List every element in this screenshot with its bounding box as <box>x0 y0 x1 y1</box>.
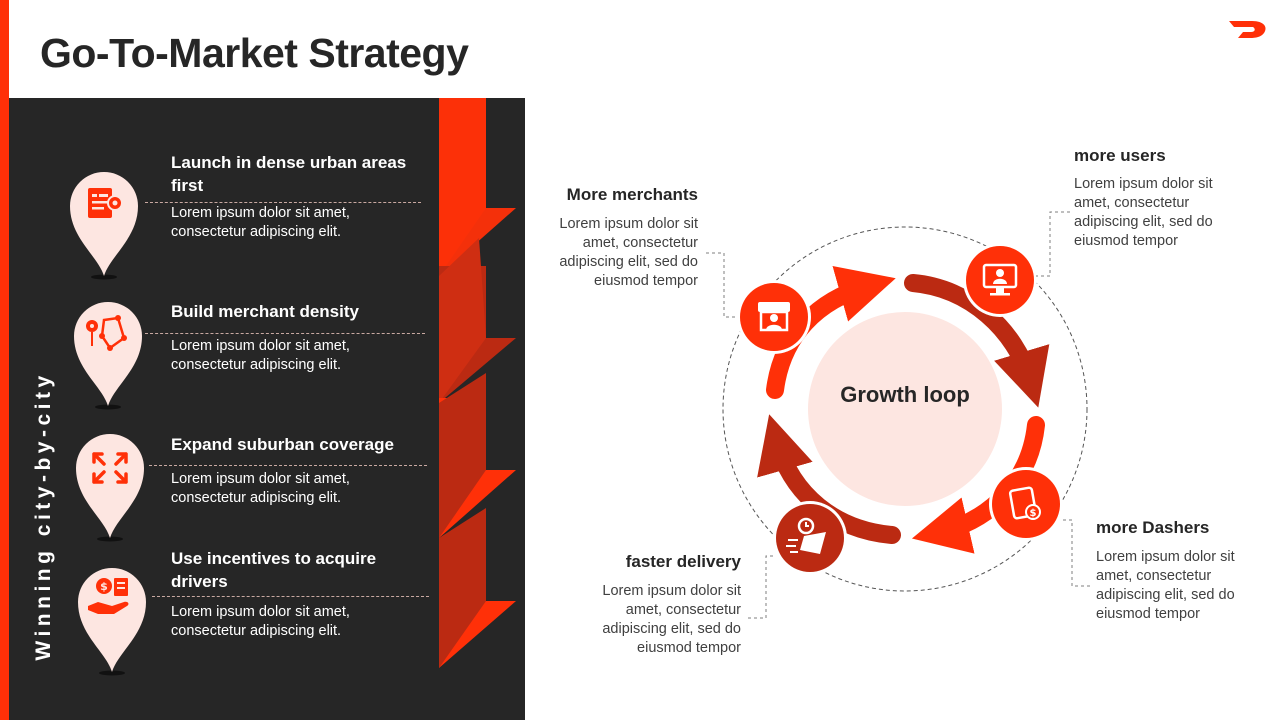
step-title: Expand suburban coverage <box>171 435 394 454</box>
step-title: Launch in dense urban areas first <box>171 153 407 195</box>
user-monitor-icon <box>963 243 1037 317</box>
svg-text:$: $ <box>100 580 108 593</box>
storefront-icon <box>737 280 811 354</box>
growth-loop-center <box>808 312 1002 506</box>
node-description: Lorem ipsum dolor sit amet, consectetur … <box>559 216 698 289</box>
step-title: Build merchant density <box>171 302 359 321</box>
leader-line-users <box>1036 211 1070 277</box>
step-description: Lorem ipsum dolor sit amet, consectetur … <box>171 205 350 240</box>
step-title: Use incentives to acquire drivers <box>171 549 377 591</box>
step-divider <box>145 333 425 334</box>
loop-dashed-ring <box>722 226 1088 592</box>
wallet-dollar-icon: $ <box>989 467 1063 541</box>
step-description: Lorem ipsum dolor sit amet, consectetur … <box>171 338 350 373</box>
leader-line-dashers <box>1062 519 1090 587</box>
leader-line-delivery <box>748 555 776 619</box>
svg-text:$: $ <box>1030 508 1037 519</box>
fast-delivery-icon <box>773 501 847 575</box>
step-description: Lorem ipsum dolor sit amet, consectetur … <box>171 604 350 639</box>
growth-loop-label: Growth loop <box>840 382 970 407</box>
node-heading-delivery: faster delivery <box>625 552 741 571</box>
node-description: Lorem ipsum dolor sit amet, consectetur … <box>602 583 741 656</box>
accent-bar <box>0 0 9 720</box>
node-heading-dashers: more Dashers <box>1096 518 1210 537</box>
node-description: Lorem ipsum dolor sit amet, consectetur … <box>1096 549 1235 622</box>
location-network-icon <box>74 302 142 410</box>
growth-loop-diagram: $ <box>722 226 1088 592</box>
node-heading-users: more users <box>1074 146 1166 165</box>
expand-arrows-icon <box>76 434 144 542</box>
doordash-logo-icon <box>1229 21 1266 38</box>
step-divider <box>152 596 429 597</box>
panel-arrows <box>439 98 516 668</box>
step-description: Lorem ipsum dolor sit amet, consectetur … <box>171 471 350 506</box>
page-title: Go-To-Market Strategy <box>40 30 469 76</box>
city-plan-icon <box>70 172 138 280</box>
step-divider <box>149 465 427 466</box>
leader-line-merchants <box>706 252 738 318</box>
strategy-panel: Winning city-by-city Launch in dense urb… <box>9 98 525 720</box>
step-divider <box>145 202 421 203</box>
incentive-cash-hand-icon: $ <box>78 568 146 676</box>
node-heading-merchants: More merchants <box>566 185 698 204</box>
node-description: Lorem ipsum dolor sit amet, consectetur … <box>1074 176 1213 249</box>
